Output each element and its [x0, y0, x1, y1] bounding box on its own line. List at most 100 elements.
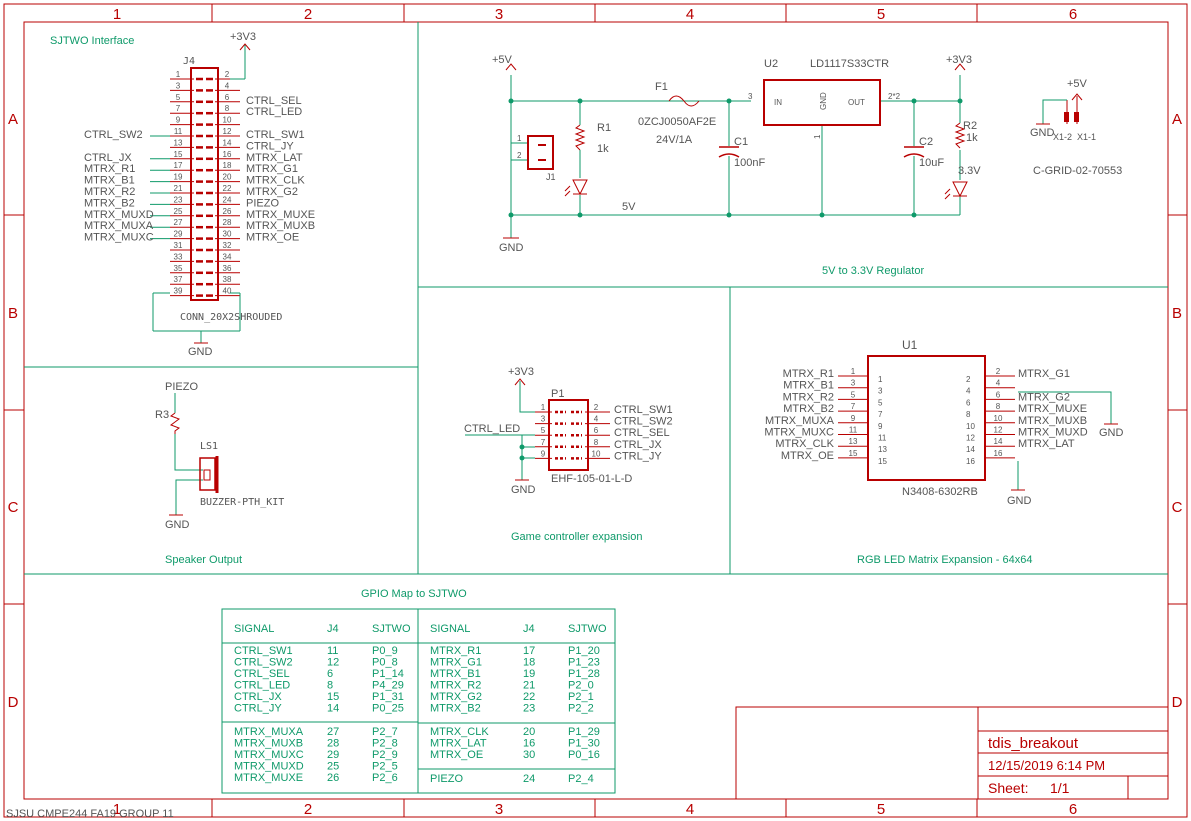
gpio-cell-sjtwo: P1_14: [372, 668, 404, 680]
gpio-cell-sjtwo: P2_7: [372, 726, 398, 738]
c2-ref: C2: [919, 136, 933, 148]
gpio-cell-j4: 20: [523, 726, 535, 738]
x1-pin1-label: X1-1: [1077, 132, 1096, 142]
j4-pin-number: 32: [223, 241, 232, 250]
j4-net-label: MTRX_OE: [246, 232, 299, 244]
gpio-header: SJTWO: [372, 623, 411, 635]
gpio-cell-signal: CTRL_SW1: [234, 645, 293, 657]
r3-ref: R3: [155, 409, 169, 421]
gpio-cell-sjtwo: P2_2: [568, 703, 594, 715]
ls1-part: BUZZER-PTH_KIT: [200, 497, 284, 508]
regulator-gnd-label: GND: [499, 242, 524, 254]
gpio-cell-sjtwo: P2_5: [372, 761, 398, 773]
u1-pin-number: 9: [851, 414, 856, 423]
col-label: 6: [1069, 801, 1077, 818]
f1-symbol: [668, 95, 700, 107]
u1-net-label: MTRX_R2: [783, 391, 834, 403]
gpio-cell-sjtwo: P1_23: [568, 657, 600, 669]
p1-pin-number: 6: [594, 426, 599, 435]
j4-pin-number: 8: [225, 104, 230, 113]
j4-net-label: MTRX_CLK: [246, 175, 305, 187]
p1-pin-number: 1: [541, 403, 546, 412]
gpio-cell-j4: 15: [327, 691, 339, 703]
u2-ref: U2: [764, 58, 778, 70]
gpio-cell-signal: CTRL_JX: [234, 691, 282, 703]
u2-pin-in: 3: [748, 92, 753, 101]
j4-pin-number: 26: [223, 207, 232, 216]
u2-pin-in-label: IN: [774, 98, 782, 107]
j4-net-label: MTRX_LAT: [246, 152, 303, 164]
j4-net-label: MTRX_B2: [84, 197, 135, 209]
c1-symbol: [718, 146, 740, 158]
j4-net-label: MTRX_B1: [84, 175, 135, 187]
row-label: B: [8, 305, 18, 322]
col-label: 4: [686, 6, 694, 23]
j4-pin-number: 17: [174, 161, 183, 170]
j4-pin-number: 5: [176, 93, 181, 102]
p1-net-label: CTRL_SW2: [614, 416, 673, 428]
gpio-cell-signal: MTRX_MUXE: [234, 772, 303, 784]
j4-pin-number: 13: [174, 138, 183, 147]
p1-net-label: CTRL_SEL: [614, 427, 670, 439]
u1-pin-number: 5: [851, 390, 856, 399]
j4-net-label: MTRX_MUXB: [246, 220, 315, 232]
gpio-cell-j4: 29: [327, 749, 339, 761]
j4-pin-number: 39: [174, 287, 183, 296]
p1-gnd-label: GND: [511, 484, 536, 496]
ls1-body: [199, 457, 216, 491]
gpio-cell-sjtwo: P1_30: [568, 738, 600, 750]
speaker-gnd-label: GND: [165, 519, 190, 531]
u1-pin-inner: 8: [966, 410, 971, 419]
x1-vcc-label: +5V: [1067, 78, 1088, 90]
u1-pin-number: 4: [996, 379, 1001, 388]
regulator-circuit: +5V +3V3 GND 1 2 J1 R1 1k F1 0ZCJ0050AF2…: [492, 54, 1122, 254]
gpio-cell-signal: CTRL_SEL: [234, 668, 290, 680]
gpio-cell-j4: 27: [327, 726, 339, 738]
row-label: A: [8, 111, 18, 128]
regulator-3v3-label: +3V3: [946, 54, 972, 66]
col-label: 3: [495, 6, 503, 23]
p1-net-label: CTRL_SW1: [614, 404, 673, 416]
j4-gnd-label: GND: [188, 346, 213, 358]
ls1-ref: LS1: [200, 441, 218, 452]
row-label: D: [8, 694, 19, 711]
j4-pin-number: 33: [174, 252, 183, 261]
u1-pin-number: 7: [851, 402, 856, 411]
f1-rating: 24V/1A: [656, 134, 693, 146]
r1-ref: R1: [597, 122, 611, 134]
u2-pin-gnd: 1: [813, 134, 822, 139]
j4-pin-number: 4: [225, 81, 230, 90]
j4-net-label: CTRL_SEL: [246, 95, 302, 107]
gpio-cell-signal: MTRX_R2: [430, 680, 481, 692]
section-title-regulator: 5V to 3.3V Regulator: [822, 265, 924, 277]
gpio-cell-j4: 26: [327, 772, 339, 784]
title-block-date: 12/15/2019 6:14 PM: [988, 758, 1105, 773]
j4-net-label: MTRX_MUXE: [246, 209, 315, 221]
u1-ref: U1: [902, 338, 918, 352]
j4-net-label: CTRL_JX: [84, 152, 132, 164]
gpio-cell-signal: MTRX_B2: [430, 703, 481, 715]
j4-pin-number: 29: [174, 230, 183, 239]
u1-pin-inner: 6: [966, 398, 971, 407]
j4-net-label: MTRX_MUXD: [84, 209, 154, 221]
j4-vcc-label: +3V3: [230, 31, 256, 43]
u1-pin-inner: 5: [878, 398, 883, 407]
j4-net-label: CTRL_SW1: [246, 129, 305, 141]
u1-net-label: MTRX_MUXC: [764, 427, 834, 439]
j4-pin-number: 30: [223, 230, 232, 239]
j4-pin-number: 35: [174, 264, 183, 273]
row-label: D: [1172, 694, 1183, 711]
u1-pin-number: 11: [849, 426, 858, 435]
j4-net-label: CTRL_JY: [246, 140, 294, 152]
p1-part: EHF-105-01-L-D: [551, 473, 632, 485]
u1-pin-number: 15: [849, 449, 858, 458]
u1-net-label: MTRX_B2: [783, 403, 834, 415]
j4-net-label: MTRX_R1: [84, 163, 135, 175]
j4-pin-number: 12: [223, 127, 232, 136]
x1-part: C-GRID-02-70553: [1033, 165, 1122, 177]
gpio-cell-sjtwo: P1_20: [568, 645, 600, 657]
j4-pin-number: 22: [223, 184, 232, 193]
p1-pin-number: 8: [594, 438, 599, 447]
section-title-sjtwo: SJTWO Interface: [50, 35, 134, 47]
